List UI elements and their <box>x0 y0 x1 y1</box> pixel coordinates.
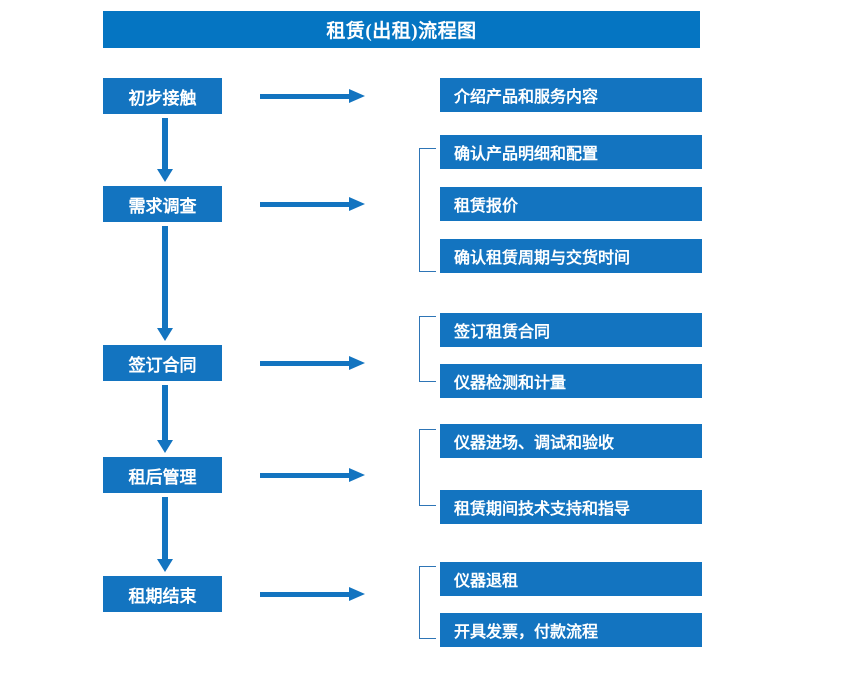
group-bracket-rental-end <box>419 566 436 639</box>
arrow-shaft <box>260 592 350 597</box>
arrow-head <box>349 197 365 211</box>
detail-label: 仪器进场、调试和验收 <box>454 435 615 452</box>
arrow-head <box>349 468 365 482</box>
arrow-head <box>157 328 173 341</box>
detail-label: 确认产品明细和配置 <box>454 146 599 163</box>
stage-box-rental-end[interactable]: 租期结束 <box>103 576 222 612</box>
right-arrow-sign-contract <box>260 355 365 371</box>
down-arrow-contract-to-postrental <box>157 385 173 453</box>
stage-label: 需求调查 <box>128 196 197 216</box>
down-arrow-postrental-to-end <box>157 497 173 572</box>
detail-label: 签订租赁合同 <box>454 324 551 341</box>
detail-label: 仪器退租 <box>454 573 519 590</box>
arrow-head <box>157 169 173 182</box>
stage-box-initial-contact[interactable]: 初步接触 <box>103 78 222 114</box>
right-arrow-initial-contact <box>260 88 365 104</box>
detail-label: 开具发票，付款流程 <box>454 624 599 641</box>
arrow-shaft <box>260 361 350 366</box>
detail-label: 租赁报价 <box>454 198 519 215</box>
arrow-shaft <box>162 226 168 328</box>
right-arrow-demand-survey <box>260 196 365 212</box>
arrow-head <box>157 559 173 572</box>
right-arrow-post-rental-management <box>260 467 365 483</box>
group-bracket-post-rental-management <box>419 429 436 506</box>
arrow-shaft <box>162 497 168 559</box>
arrow-head <box>349 356 365 370</box>
detail-box-invoice-payment[interactable]: 开具发票，付款流程 <box>440 613 702 647</box>
arrow-shaft <box>260 94 350 99</box>
detail-label: 介绍产品和服务内容 <box>454 89 599 106</box>
detail-box-instrument-inspection[interactable]: 仪器检测和计量 <box>440 364 702 398</box>
detail-box-instrument-return[interactable]: 仪器退租 <box>440 562 702 596</box>
stage-box-demand-survey[interactable]: 需求调查 <box>103 186 222 222</box>
arrow-head <box>157 440 173 453</box>
arrow-shaft <box>260 202 350 207</box>
detail-box-confirm-product-details[interactable]: 确认产品明细和配置 <box>440 135 702 169</box>
arrow-shaft <box>260 473 350 478</box>
down-arrow-initial-to-demand <box>157 118 173 182</box>
stage-label: 租后管理 <box>128 467 197 487</box>
detail-box-confirm-rental-period[interactable]: 确认租赁周期与交货时间 <box>440 239 702 273</box>
down-arrow-demand-to-contract <box>157 226 173 341</box>
arrow-shaft <box>162 118 168 169</box>
chart-title-banner: 租赁(出租)流程图 <box>103 11 700 48</box>
arrow-shaft <box>162 385 168 440</box>
stage-label: 租期结束 <box>128 586 197 606</box>
stage-label: 初步接触 <box>128 88 197 108</box>
detail-label: 确认租赁周期与交货时间 <box>454 250 631 267</box>
detail-box-sign-rental-contract[interactable]: 签订租赁合同 <box>440 313 702 347</box>
group-bracket-demand-survey <box>419 148 436 272</box>
detail-label: 仪器检测和计量 <box>454 375 567 392</box>
detail-label: 租赁期间技术支持和指导 <box>454 501 631 518</box>
right-arrow-rental-end <box>260 586 365 602</box>
detail-box-rental-quotation[interactable]: 租赁报价 <box>440 187 702 221</box>
arrow-head <box>349 89 365 103</box>
stage-box-sign-contract[interactable]: 签订合同 <box>103 345 222 381</box>
chart-title-text: 租赁(出租)流程图 <box>326 21 477 42</box>
detail-box-technical-support[interactable]: 租赁期间技术支持和指导 <box>440 490 702 524</box>
stage-label: 签订合同 <box>128 355 197 375</box>
group-bracket-sign-contract <box>419 316 436 382</box>
arrow-head <box>349 587 365 601</box>
detail-box-instrument-entry-commissioning[interactable]: 仪器进场、调试和验收 <box>440 424 702 458</box>
stage-box-post-rental-management[interactable]: 租后管理 <box>103 457 222 493</box>
detail-box-introduce-products[interactable]: 介绍产品和服务内容 <box>440 78 702 112</box>
